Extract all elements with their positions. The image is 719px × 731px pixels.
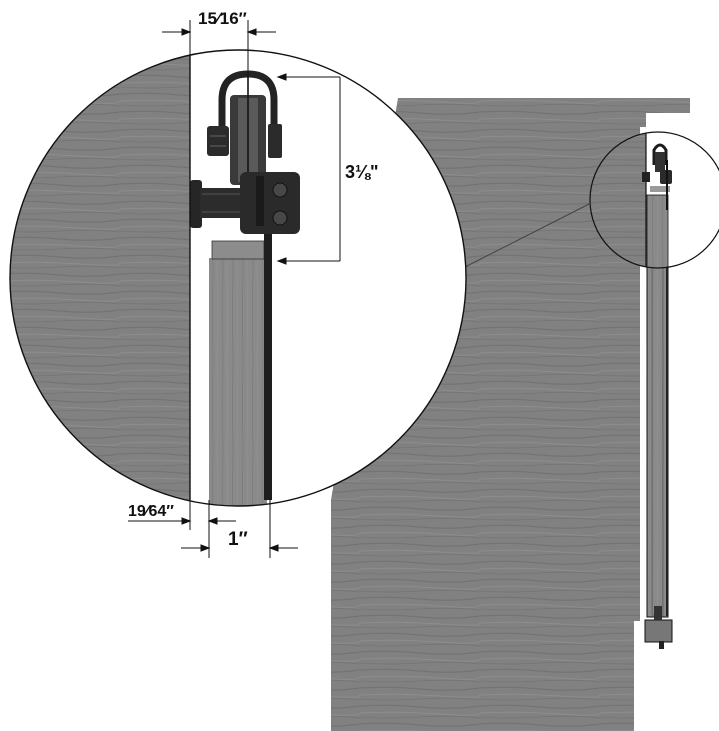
wall-bolt [190,180,242,228]
dim-label-top-width: 15⁄16″ [198,9,247,28]
roller-wheel [207,70,282,188]
magnified-circle-outline [9,49,467,507]
dim-label-door-offset: 1″ [228,529,248,550]
hanger-small [598,133,718,268]
dim-label-hanger-height: 3⅛" [345,162,379,182]
floor-guide-small [644,606,673,649]
dimension-wall-gap [128,498,236,530]
dimension-door-offset [181,498,298,558]
bracket-plate [240,172,300,234]
hanger-strap [264,180,272,500]
dim-label-wall-gap: 19⁄64″ [128,503,174,520]
door-section [209,258,267,506]
wall-section [10,50,190,506]
dimension-hanger-height [276,73,341,265]
dimension-top-width [162,20,276,72]
detail-callout-circle [589,131,719,269]
callout-leader-line [464,202,592,268]
door-top-cap [211,240,265,260]
